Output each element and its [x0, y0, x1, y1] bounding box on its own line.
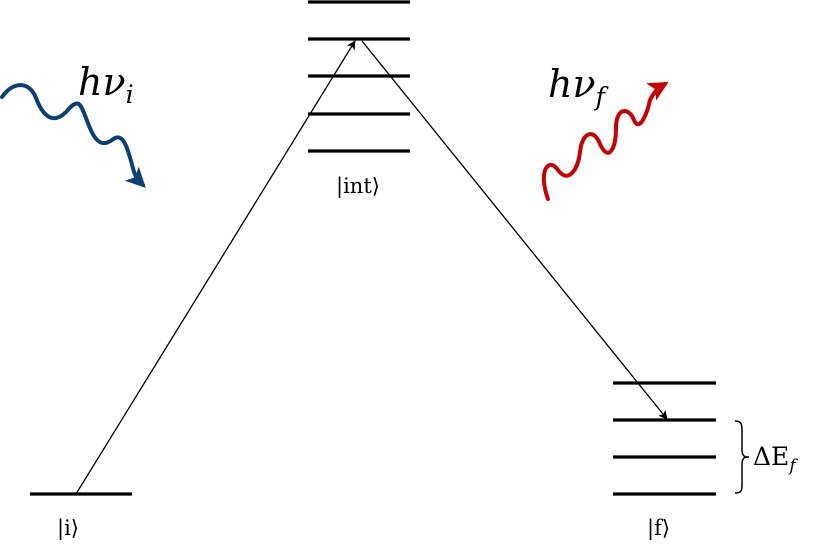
intermediate-levels-group: |int⟩	[308, 0, 410, 199]
incoming-photon-wave	[0, 83, 146, 188]
initial-level-group: |i⟩	[30, 492, 132, 541]
final-levels-group: |f⟩	[613, 381, 716, 541]
outgoing-photon-label: hνf	[548, 62, 609, 111]
intermediate-level-label: |int⟩	[336, 174, 380, 199]
energy-spacing-brace	[734, 420, 750, 494]
energy-spacing-label: ΔEf	[753, 442, 798, 476]
initial-level-label: |i⟩	[57, 516, 79, 541]
excitation-arrow	[75, 40, 356, 495]
outgoing-photon-wave	[541, 82, 669, 201]
final-level-label: |f⟩	[647, 516, 670, 541]
incoming-photon-label: hνi	[78, 60, 134, 109]
emission-arrow	[361, 40, 668, 420]
